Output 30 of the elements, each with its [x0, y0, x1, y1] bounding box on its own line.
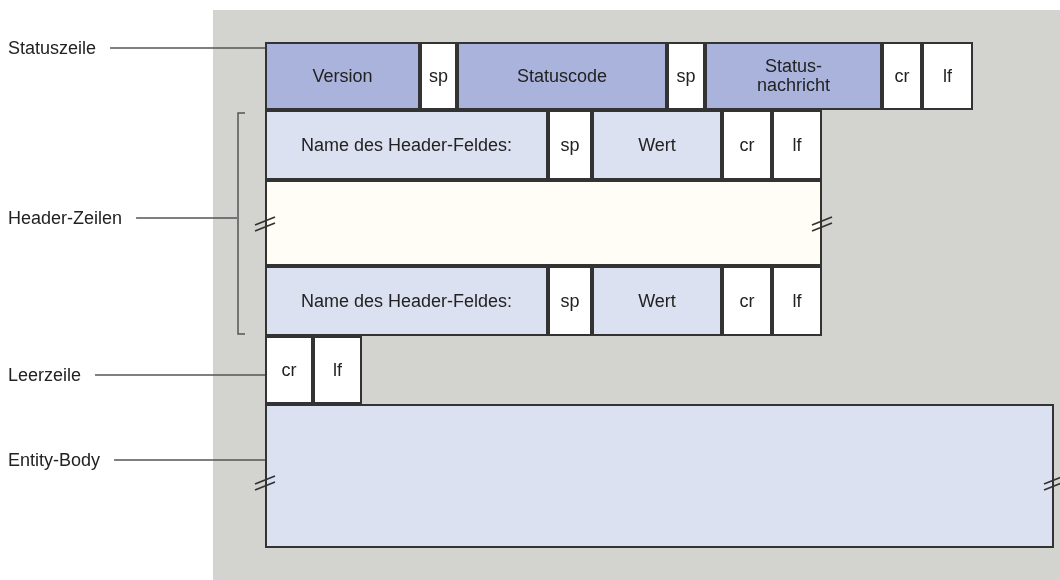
leader-line	[109, 47, 266, 49]
field-cell: Wert	[592, 266, 722, 336]
field-cell: cr	[265, 336, 313, 404]
field-cell: sp	[667, 42, 705, 110]
field-cell: lf	[772, 110, 822, 180]
field-cell: lf	[922, 42, 973, 110]
field-cell: sp	[548, 266, 592, 336]
field-cell: sp	[420, 42, 457, 110]
part-label: Leerzeile	[8, 365, 82, 385]
leader-line	[135, 217, 238, 219]
field-cell: sp	[548, 110, 592, 180]
part-label: Header-Zeilen	[8, 208, 123, 228]
leader-line	[94, 374, 266, 376]
field-cell: cr	[882, 42, 922, 110]
field-cell: cr	[722, 266, 772, 336]
field-cell: lf	[313, 336, 362, 404]
field-cell: Status- nachricht	[705, 42, 882, 110]
field-cell: Statuscode	[457, 42, 667, 110]
header-lines-gap-box	[265, 180, 822, 266]
field-cell: Version	[265, 42, 420, 110]
field-cell: Wert	[592, 110, 722, 180]
entity-body-box	[265, 404, 1054, 548]
part-label: Entity-Body	[8, 450, 101, 470]
field-cell: Name des Header-Feldes:	[265, 266, 548, 336]
status-line-row	[265, 42, 973, 110]
field-cell: lf	[772, 266, 822, 336]
leader-line	[113, 459, 266, 461]
part-label: Statuszeile	[8, 38, 97, 58]
field-cell: cr	[722, 110, 772, 180]
field-cell: Name des Header-Feldes:	[265, 110, 548, 180]
